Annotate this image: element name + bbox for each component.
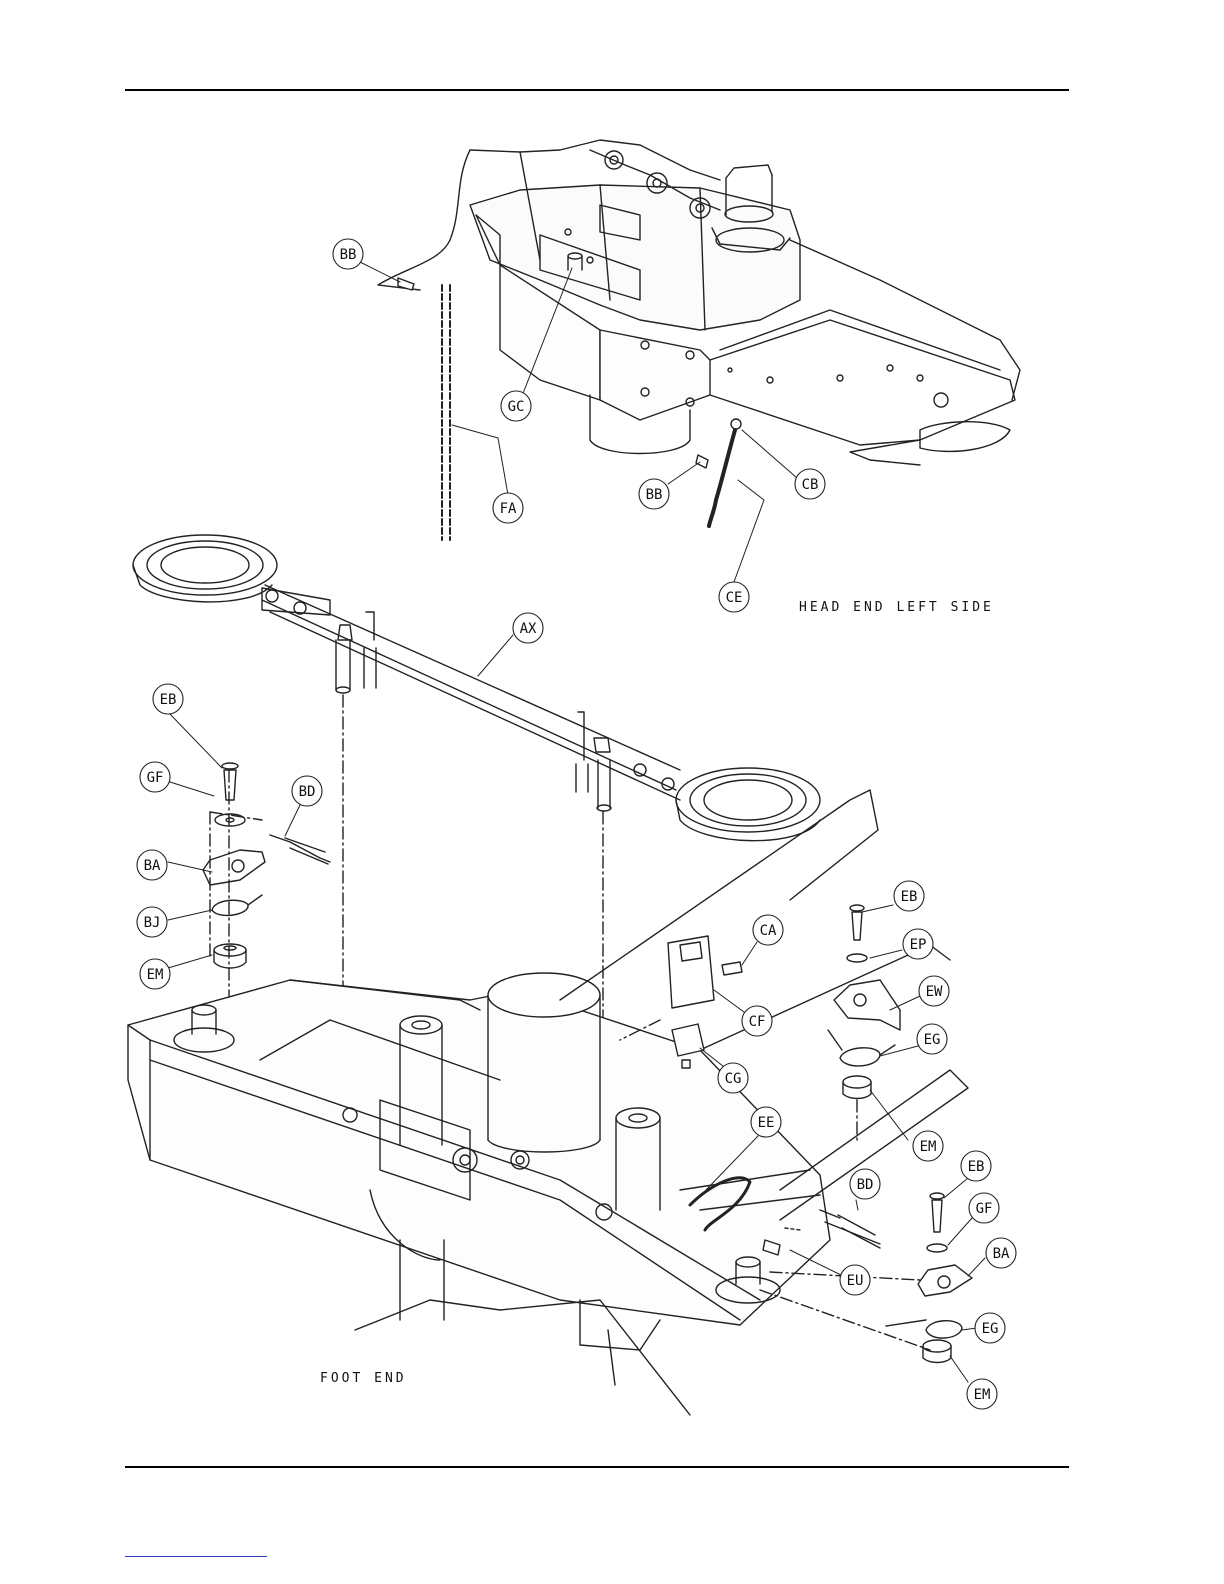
head-end-assembly [378,140,1020,540]
callout-label-eg-right: EG [924,1032,941,1048]
callout-label-ba-lower: BA [993,1246,1010,1262]
callout-label-bb-top: BB [340,247,357,263]
callout-label-fa: FA [500,501,517,517]
callout-label-em-left: EM [147,967,164,983]
callout-label-ax: AX [520,621,537,637]
callout-label-eu: EU [847,1273,864,1289]
callout-label-gf-lower: GF [976,1201,993,1217]
callout-label-cf: CF [749,1014,766,1030]
callout-label-bd-right: BD [857,1177,874,1193]
callout-label-ew: EW [926,984,943,1000]
callout-label-gc: GC [508,399,525,415]
callout-label-cb: CB [802,477,819,493]
callout-label-em-lower: EM [974,1387,991,1403]
callout-label-eb-left: EB [160,692,177,708]
callout-label-cg: CG [725,1071,742,1087]
callout-label-eg-lower: EG [982,1321,999,1337]
callout-label-ba-left: BA [144,858,161,874]
caption-head-end: HEAD END LEFT SIDE [799,600,994,615]
callout-label-em-right: EM [920,1139,937,1155]
callout-label-ce: CE [726,590,743,606]
callout-label-gf-left: GF [147,770,164,786]
callout-label-eb-right: EB [901,889,918,905]
callout-label-bd-left: BD [299,784,316,800]
callout-label-ep: EP [910,937,927,953]
callout-label-bb-mid: BB [646,487,663,503]
callout-label-ca: CA [760,923,777,939]
callout-label-eb-lower: EB [968,1159,985,1175]
callout-label-bj: BJ [144,915,161,931]
caption-foot-end: FOOT END [320,1371,407,1386]
callout-label-ee: EE [758,1115,775,1131]
